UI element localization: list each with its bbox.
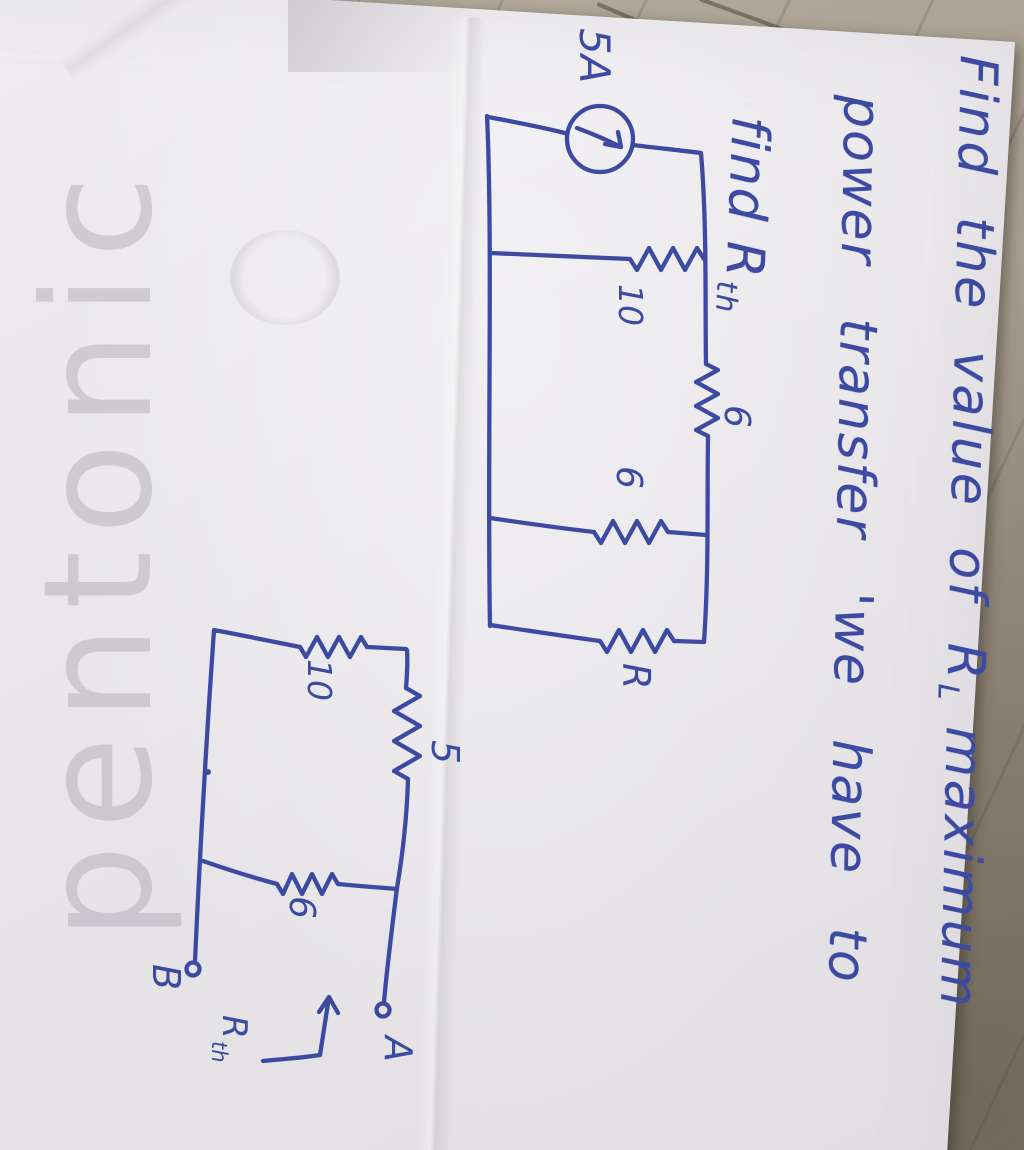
resistor-5-label-c2: 5 [423,740,467,764]
terminal-a-ring [374,1001,392,1019]
resistor-10-label-c1: 10 [611,284,650,326]
resistor-zigzags [274,634,423,897]
resistor-10-label-c2: 10 [300,659,339,701]
circuit1-diagram: 5A 10 6 6 R [484,28,757,689]
paper-stain [230,230,340,325]
wire-junction-dot [205,769,211,775]
resistor-6-shunt-label-c1: 6 [608,466,649,489]
resistor-6-series-label-c1: 6 [716,405,757,428]
rth-label: R [214,1015,254,1039]
current-source-circle [564,103,636,175]
terminal-b-ring [184,960,202,978]
resistor-6-label-c2: 6 [281,896,322,919]
circuit1-wires [484,113,711,645]
terminal-b-label: B [144,964,188,990]
resistor-zigzags [591,245,721,655]
current-source-arrow [574,125,624,150]
current-source-label: 5A [570,28,619,83]
load-resistor-label: R [614,663,658,689]
circuit2-wires [192,627,411,1005]
rth-arrow [260,994,341,1064]
terminal-a-label: A [376,1033,420,1062]
circuit2-diagram: 10 5 6 A B R th [144,627,467,1064]
rth-label-subscript: th [207,1041,231,1063]
